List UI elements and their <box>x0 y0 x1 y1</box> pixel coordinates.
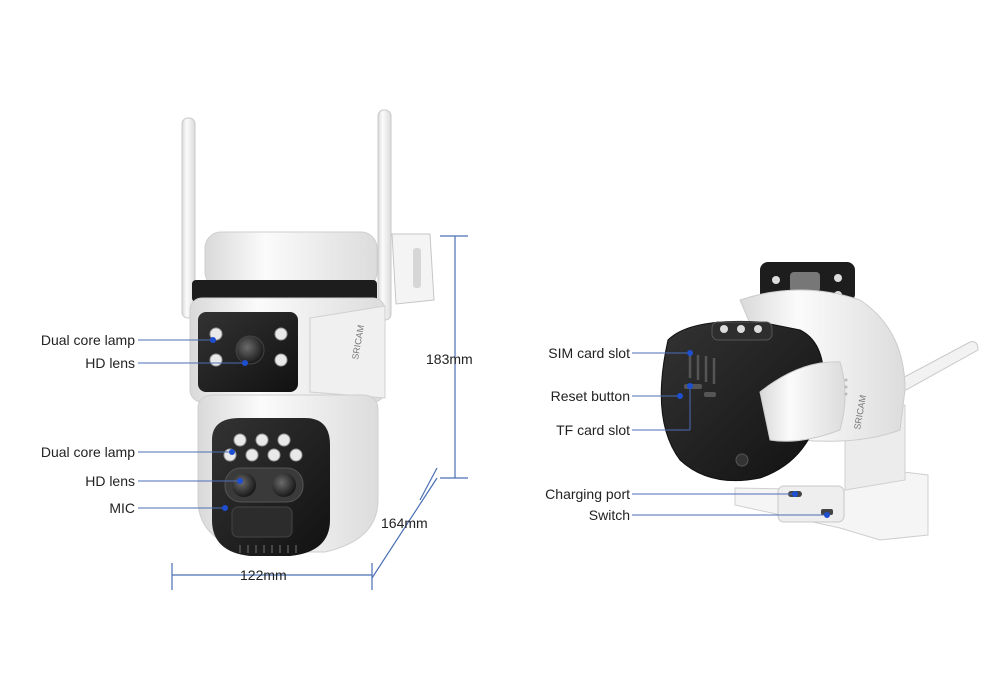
label-tf-card-slot: TF card slot <box>556 422 630 438</box>
label-switch: Switch <box>588 507 630 523</box>
left-antenna <box>181 117 196 319</box>
lower-hd-lens-right <box>272 473 296 497</box>
left-callout-dots <box>210 337 248 511</box>
speaker-grille <box>239 545 297 553</box>
upper-lamps <box>209 327 288 367</box>
label-mic: MIC <box>109 500 135 516</box>
rear-vent <box>688 355 716 384</box>
label-reset-button: Reset button <box>550 388 630 404</box>
dimension-lines <box>171 235 468 590</box>
right-callout-dots <box>677 350 830 518</box>
label-dual-core-lamp-bottom: Dual core lamp <box>40 444 135 460</box>
top-black-band <box>192 280 377 302</box>
lower-lamps <box>223 433 303 462</box>
upper-hd-lens <box>235 335 265 365</box>
label-hd-lens-bottom: HD lens <box>85 473 135 489</box>
label-charging-port: Charging port <box>545 486 630 502</box>
dimension-depth: 164mm <box>381 515 428 531</box>
rear-camera: SRICAM <box>660 262 979 541</box>
right-callouts <box>632 352 827 516</box>
port-plate <box>777 485 845 523</box>
tf-card-slot <box>704 392 716 397</box>
top-housing <box>204 231 378 289</box>
front-camera: SRICAM <box>181 109 435 556</box>
left-callouts <box>138 339 245 509</box>
lower-hd-lens-left <box>232 473 256 497</box>
label-sim-card-slot: SIM card slot <box>548 345 630 361</box>
right-antenna <box>377 109 392 321</box>
speaker-plate <box>231 506 293 538</box>
dimension-width: 122mm <box>240 567 287 583</box>
label-dual-core-lamp-top: Dual core lamp <box>40 332 135 348</box>
label-hd-lens-top: HD lens <box>85 355 135 371</box>
sim-card-slot <box>684 384 702 389</box>
dimension-height: 183mm <box>426 351 473 367</box>
